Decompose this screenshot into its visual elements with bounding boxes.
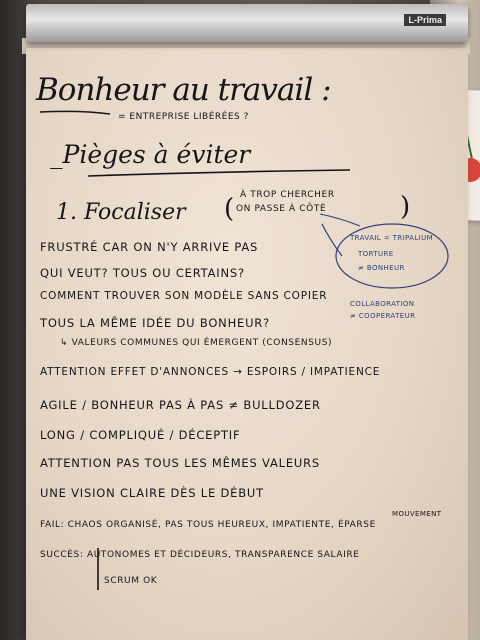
bubble-line-3: ≠ BONHEUR	[358, 264, 405, 272]
list-item-success: SUCCÈS: AUTONOMES ET DÉCIDEURS, TRANSPAR…	[40, 550, 360, 560]
item1-heading: 1. Focaliser	[56, 200, 186, 225]
aside-close-paren: )	[400, 192, 411, 222]
poster-title: Bonheur au travail :	[36, 72, 332, 108]
list-item-fail: FAIL: CHAOS ORGANISÉ, PAS TOUS HEUREUX, …	[40, 520, 376, 530]
list-item: ATTENTION EFFET D'ANNONCES → ESPOIRS / I…	[40, 366, 381, 378]
list-item: UNE VISION CLAIRE DÈS LE DÉBUT	[40, 486, 264, 500]
clip-brand-label: L-Prima	[404, 14, 446, 26]
list-item: AGILE / BONHEUR PAS À PAS ≠ BULLDOZER	[40, 398, 321, 412]
bubble-line-2: TORTURE	[358, 250, 394, 258]
collab-line-1: COLLABORATION	[350, 300, 415, 308]
list-item: TOUS LA MÊME IDÉE DU BONHEUR?	[40, 316, 271, 330]
bubble-connector	[319, 213, 361, 227]
collab-line-2: ≠ COOPÉRATEUR	[350, 312, 416, 320]
title-underline	[39, 110, 111, 115]
list-item: ATTENTION PAS TOUS LES MÊMES VALEURS	[40, 456, 321, 470]
bubble-line-1: TRAVAIL = TRIPALIUM	[350, 234, 434, 242]
list-item: FRUSTRÉ CAR ON N'Y ARRIVE PAS	[40, 240, 259, 254]
bubble-pointer	[321, 223, 343, 257]
list-item-scrum: SCRUM OK	[104, 576, 158, 586]
flipchart-clip-bar: L-Prima	[26, 4, 468, 42]
mouvement-note: MOUVEMENT	[392, 510, 442, 518]
item1-aside-line1: À TROP CHERCHER	[240, 190, 335, 200]
aside-open-paren: (	[224, 194, 235, 224]
section-underline	[87, 169, 351, 177]
list-item: COMMENT TROUVER SON MODÈLE SANS COPIER	[40, 290, 328, 302]
poster-subtitle: = ENTREPRISE LIBÉRÉES ?	[118, 112, 249, 122]
list-item: LONG / COMPLIQUÉ / DÉCEPTIF	[40, 428, 241, 442]
list-sub-item: ↳ VALEURS COMMUNES QUI ÉMERGENT (CONSENS…	[60, 338, 333, 348]
bubble-outline	[335, 223, 449, 289]
flipchart-sheet	[26, 48, 468, 640]
list-item: QUI VEUT? TOUS OU CERTAINS?	[40, 266, 245, 280]
item1-aside-line2: ON PASSE À CÔTÉ	[236, 204, 327, 214]
section-title: _Pièges à éviter	[50, 140, 251, 169]
